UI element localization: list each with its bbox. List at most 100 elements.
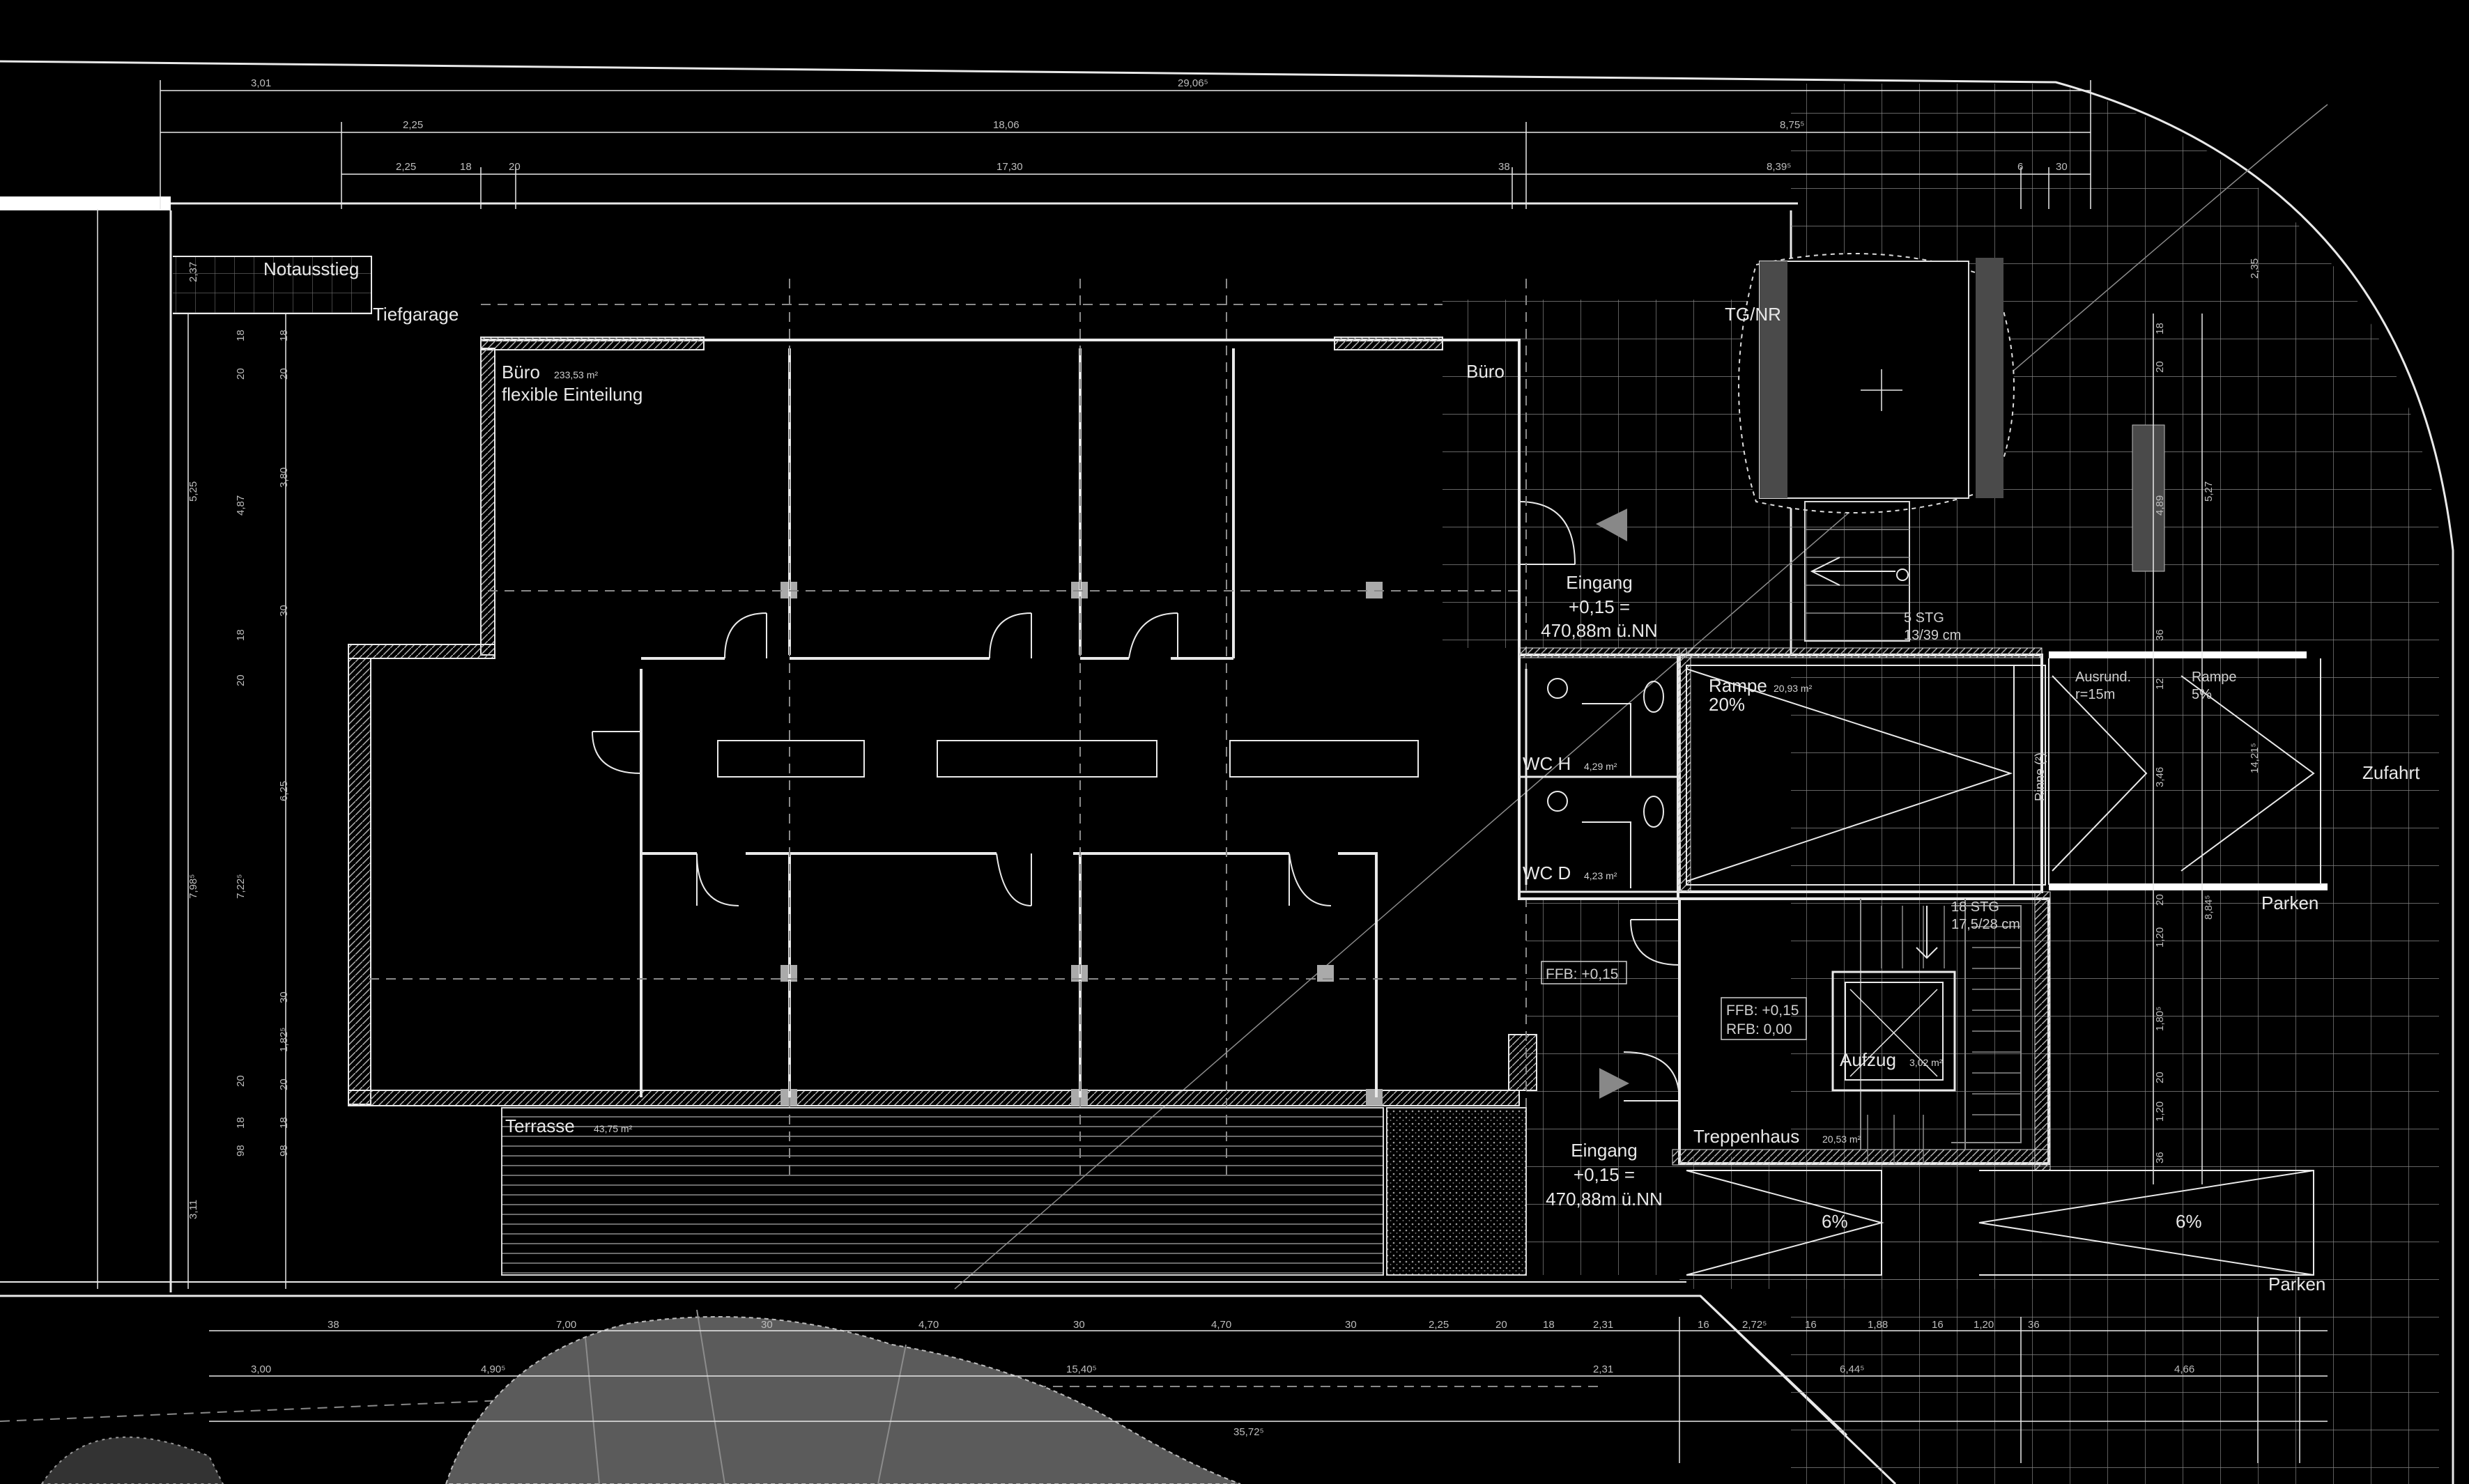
- ausrund-r: r=15m: [2075, 687, 2115, 702]
- dim-top-2b: 18,06: [993, 119, 1020, 131]
- dim-left-mid-b: 20: [235, 368, 247, 380]
- dim-right-a: 2,35: [2249, 258, 2261, 279]
- dim-bot-1f: 4,70: [1211, 1319, 1231, 1331]
- dim-left-outer-a: 2,37: [187, 262, 199, 282]
- dim-bot-1m: 2,72⁵: [1742, 1319, 1767, 1331]
- dim-left-mid-c: 4,87: [235, 495, 247, 516]
- building-walls: [348, 279, 1680, 1177]
- dim-bot-2e: 6,44⁵: [1840, 1363, 1864, 1375]
- dim-left-mid-g: 20: [235, 1075, 247, 1087]
- stg5-sub: 13/39 cm: [1904, 628, 1961, 643]
- dim-left-mid-i: 98: [235, 1145, 247, 1157]
- dim-bot-2f: 4,66: [2174, 1363, 2194, 1375]
- dim-bot-1d: 4,70: [918, 1319, 939, 1331]
- dim-left-mid-h: 18: [235, 1117, 247, 1129]
- dim-top-3c: 20: [509, 161, 521, 173]
- bottom-grid: [1679, 1157, 2042, 1289]
- dim-right-p: 36: [2154, 1152, 2166, 1164]
- wc-h-label: WC H: [1523, 753, 1571, 774]
- stairwell: [1672, 891, 2051, 1171]
- dim-bot-1g: 30: [1345, 1319, 1357, 1331]
- dim-right-o: 1,20: [2154, 1102, 2166, 1122]
- dim-top-3a: 2,25: [396, 161, 416, 173]
- dim-left-inner-d: 30: [278, 605, 290, 617]
- parken2-label: Parken: [2268, 1274, 2325, 1294]
- dim-bot-1h: 2,25: [1429, 1319, 1449, 1331]
- parking-block: [2132, 424, 2165, 572]
- rampe2-label: Rampe: [2192, 670, 2236, 685]
- dim-bot-1n: 16: [1805, 1319, 1817, 1331]
- dim-bot-2b: 4,90⁵: [481, 1363, 505, 1375]
- bottom-ramps: [1686, 1170, 2314, 1276]
- dim-bot-1o: 1,88: [1868, 1319, 1888, 1331]
- dim-right-c: 20: [2154, 361, 2166, 373]
- stg5-label: 5 STG: [1904, 610, 1944, 626]
- aufzug-label: Aufzug: [1840, 1049, 1896, 1070]
- buero-main-label: Büro: [502, 362, 540, 382]
- zufahrt-label: Zufahrt: [2362, 762, 2420, 783]
- dim-bot-1k: 2,31: [1593, 1319, 1613, 1331]
- dim-right-b: 18: [2154, 323, 2166, 334]
- tgnr-label: TG/NR: [1725, 304, 1781, 325]
- dim-top-3e: 38: [1498, 161, 1510, 173]
- tiefgarage-label: Tiefgarage: [373, 304, 459, 325]
- dim-bot-3a: 35,72⁵: [1233, 1426, 1264, 1438]
- dim-left-inner-c: 3,80: [278, 467, 290, 488]
- notausstieg-label: Notausstieg: [263, 258, 359, 279]
- dim-top-2a: 2,25: [403, 119, 423, 131]
- eingang-bot-line3: 470,88m ü.NN: [1546, 1189, 1663, 1209]
- tgnr-grid: [1443, 300, 1791, 648]
- notausstieg-grid: [173, 256, 371, 314]
- entrance-arrow-bottom-icon: [1599, 1068, 1629, 1099]
- rampe1-slope: 20%: [1709, 694, 1745, 715]
- ffb-stair: FFB: +0,15: [1726, 1003, 1799, 1019]
- wc-block: [1518, 647, 1687, 900]
- dim-right-h: 14,21⁵: [2249, 743, 2261, 773]
- terrasse-deck: [501, 1107, 1384, 1276]
- rampe1-area: 20,93 m²: [1774, 683, 1813, 694]
- eingang-top-line1: Eingang: [1566, 572, 1632, 593]
- treppenhaus-area: 20,53 m²: [1822, 1134, 1861, 1145]
- dim-bot-1r: 36: [2028, 1319, 2040, 1331]
- dim-right-e: 5,27: [2203, 481, 2215, 502]
- dim-left-mid-e: 20: [235, 674, 247, 686]
- dim-right-l: 8,84⁵: [2203, 895, 2215, 920]
- dim-left-outer-c: 7,98⁵: [187, 874, 199, 899]
- dimension-labels: 3,01 29,06⁵ 2,25 18,06 8,75⁵ 2,25 18 20 …: [187, 77, 2261, 1438]
- dim-top-2c: 8,75⁵: [1780, 119, 1804, 131]
- dim-bot-1l: 16: [1698, 1319, 1709, 1331]
- dim-bot-2a: 3,00: [251, 1363, 271, 1375]
- room-labels: Büro 233,53 m² flexible Einteilung Büro …: [263, 258, 2420, 1294]
- dim-left-mid-a: 18: [235, 330, 247, 341]
- ramp: [1677, 647, 2328, 893]
- wc-d-area: 4,23 m²: [1584, 870, 1617, 881]
- terrasse-label: Terrasse: [505, 1115, 575, 1136]
- rinne-label: Rinne (²): [2033, 752, 2047, 801]
- rampe2-slope: 5%: [2192, 687, 2212, 702]
- dim-bot-1b: 7,00: [556, 1319, 576, 1331]
- dim-bot-1i: 20: [1495, 1319, 1507, 1331]
- dim-bot-1q: 1,20: [1974, 1319, 1994, 1331]
- treppenhaus-label: Treppenhaus: [1693, 1126, 1799, 1147]
- dim-left-outer-b: 5,25: [187, 481, 199, 502]
- slope-a-label: 6%: [1822, 1211, 1848, 1232]
- dim-left-inner-g: 1,82⁵: [278, 1028, 290, 1052]
- dim-left-inner-e: 6,25: [278, 781, 290, 801]
- tree-cluster-icon: [1738, 253, 2015, 513]
- dim-top-3h: 30: [2056, 161, 2068, 173]
- dim-right-d: 4,89: [2154, 495, 2166, 516]
- ausrund-label: Ausrund.: [2075, 670, 2131, 685]
- dim-right-n: 20: [2154, 1072, 2166, 1083]
- buero-right-label: Büro: [1466, 361, 1505, 382]
- dim-top-1b: 29,06⁵: [1178, 77, 1208, 89]
- dim-right-i: 3,46: [2154, 767, 2166, 787]
- stg18-sub: 17,5/28 cm: [1951, 917, 2020, 932]
- dim-left-inner-j: 98: [278, 1145, 290, 1157]
- dim-bot-1a: 38: [328, 1319, 339, 1331]
- dim-left-mid-f: 7,22⁵: [235, 874, 247, 899]
- buero-main-sub: flexible Einteilung: [502, 384, 643, 405]
- level-labels: Eingang +0,15 = 470,88m ü.NN Eingang +0,…: [1541, 572, 1807, 1209]
- dim-bot-1p: 16: [1932, 1319, 1944, 1331]
- dim-left-inner-a: 18: [278, 330, 290, 341]
